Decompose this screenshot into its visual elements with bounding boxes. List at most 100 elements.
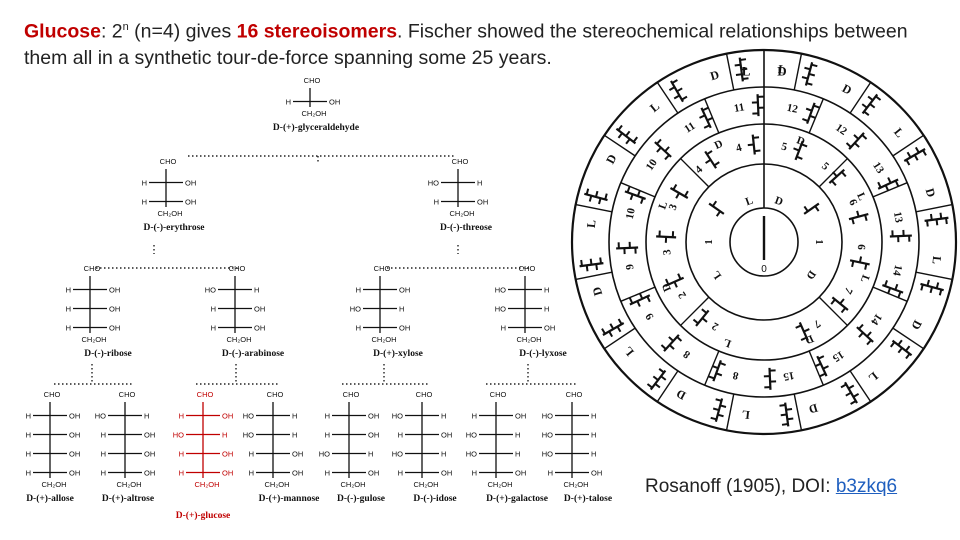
ring3-glyph	[616, 241, 639, 255]
ring4-letter: L	[741, 407, 750, 422]
ring1-letter: L	[710, 268, 724, 281]
left-group: HO	[392, 450, 403, 459]
ch2oh-label: CH₂OH	[227, 335, 252, 344]
left-group: HO	[495, 305, 506, 314]
ring1-number: 1	[703, 239, 715, 245]
right-group: H	[515, 450, 520, 459]
right-group: H	[591, 450, 596, 459]
ring4-glyph	[920, 279, 944, 296]
left-group: H	[101, 450, 106, 459]
ch2oh-label: CH₂OH	[372, 335, 397, 344]
sugar-name: D-(+)-galactose	[486, 493, 548, 504]
sugar-name: D-(+)-glyceraldehyde	[273, 122, 359, 133]
ring2-number: 2	[710, 319, 721, 332]
citation: Rosanoff (1905), DOI: b3zkq6	[645, 476, 897, 498]
left-group: H	[142, 198, 147, 207]
ring4-glyph	[734, 57, 749, 82]
left-group: H	[325, 469, 330, 478]
doi-link[interactable]: b3zkq6	[835, 476, 898, 497]
right-group: OH	[144, 431, 155, 440]
caption-exponent: n	[122, 21, 129, 33]
left-group: H	[286, 98, 291, 107]
right-group: H	[441, 450, 446, 459]
ring1-letter: D	[773, 194, 785, 208]
left-group: HO	[95, 412, 106, 421]
cho-label: CHO	[44, 390, 61, 399]
ring4-letter: D	[708, 67, 721, 83]
spoke-mid	[704, 98, 720, 134]
ring2-number: 6	[846, 198, 859, 208]
ring3-glyph	[699, 106, 714, 129]
ring4-glyph	[646, 367, 667, 391]
right-group: H	[254, 286, 259, 295]
ch2oh-label: CH₂OH	[82, 335, 107, 344]
ring2-glyph	[704, 150, 720, 169]
ring3-glyph	[889, 229, 912, 243]
ring3-glyph	[802, 102, 820, 124]
ring3-number: 14	[868, 311, 884, 327]
ring3-number: 11	[733, 101, 745, 115]
ring2-number: 4	[693, 163, 705, 176]
spoke-outer	[575, 271, 613, 281]
left-group: H	[398, 469, 403, 478]
cho-label: CHO	[119, 390, 136, 399]
ring4-glyph	[710, 398, 727, 422]
cho-label: CHO	[197, 390, 214, 399]
ch2oh-label: CH₂OH	[265, 480, 290, 489]
ring2-glyph	[664, 273, 685, 288]
left-group: H	[26, 450, 31, 459]
ring4-letter: L	[777, 62, 786, 77]
right-group: OH	[109, 324, 120, 333]
ring4-letter: D	[840, 81, 855, 98]
right-group: OH	[591, 469, 602, 478]
ring2-letter: D	[713, 138, 725, 152]
right-group: OH	[368, 431, 379, 440]
left-group: H	[356, 324, 361, 333]
caption-count: (n=4) gives	[128, 20, 237, 43]
spoke-mid	[872, 182, 908, 198]
spoke-outer	[793, 393, 803, 431]
right-group: H	[591, 412, 596, 421]
sugar-name: D-(-)-arabinose	[222, 348, 284, 359]
right-group: OH	[254, 305, 265, 314]
cho-label: CHO	[566, 390, 583, 399]
ring1-number: 1	[813, 239, 825, 245]
right-group: OH	[515, 412, 526, 421]
left-group: H	[66, 305, 71, 314]
right-group: H	[222, 431, 227, 440]
sugar-name: D-(+)-glucose	[176, 510, 230, 521]
ring4-letter: L	[584, 219, 599, 228]
ring2-letter: L	[722, 336, 733, 350]
ring4-letter: L	[647, 99, 662, 115]
ring3-number: 10	[624, 207, 638, 221]
left-group: H	[101, 469, 106, 478]
spoke-mid	[620, 182, 656, 198]
ring4-glyph	[889, 339, 913, 360]
sugar-name: D-(+)-allose	[26, 493, 74, 504]
left-group: H	[434, 198, 439, 207]
right-group: H	[591, 431, 596, 440]
ring2-number: 3	[661, 248, 674, 255]
ring4-glyph	[584, 188, 608, 205]
ring4-glyph	[615, 124, 639, 145]
ring2-glyph	[795, 321, 810, 342]
left-group: H	[211, 324, 216, 333]
right-group: H	[292, 412, 297, 421]
right-group: OH	[69, 469, 80, 478]
top-label-l: L	[742, 63, 751, 78]
top-label-d: D	[777, 63, 786, 78]
left-group: H	[472, 469, 477, 478]
left-group: H	[26, 412, 31, 421]
spoke-outer	[849, 81, 872, 114]
right-group: OH	[515, 469, 526, 478]
ring3-number: 13	[891, 211, 905, 224]
ring2-letter: D	[795, 134, 807, 148]
left-group: H	[211, 305, 216, 314]
ring4-letter: D	[603, 152, 620, 167]
